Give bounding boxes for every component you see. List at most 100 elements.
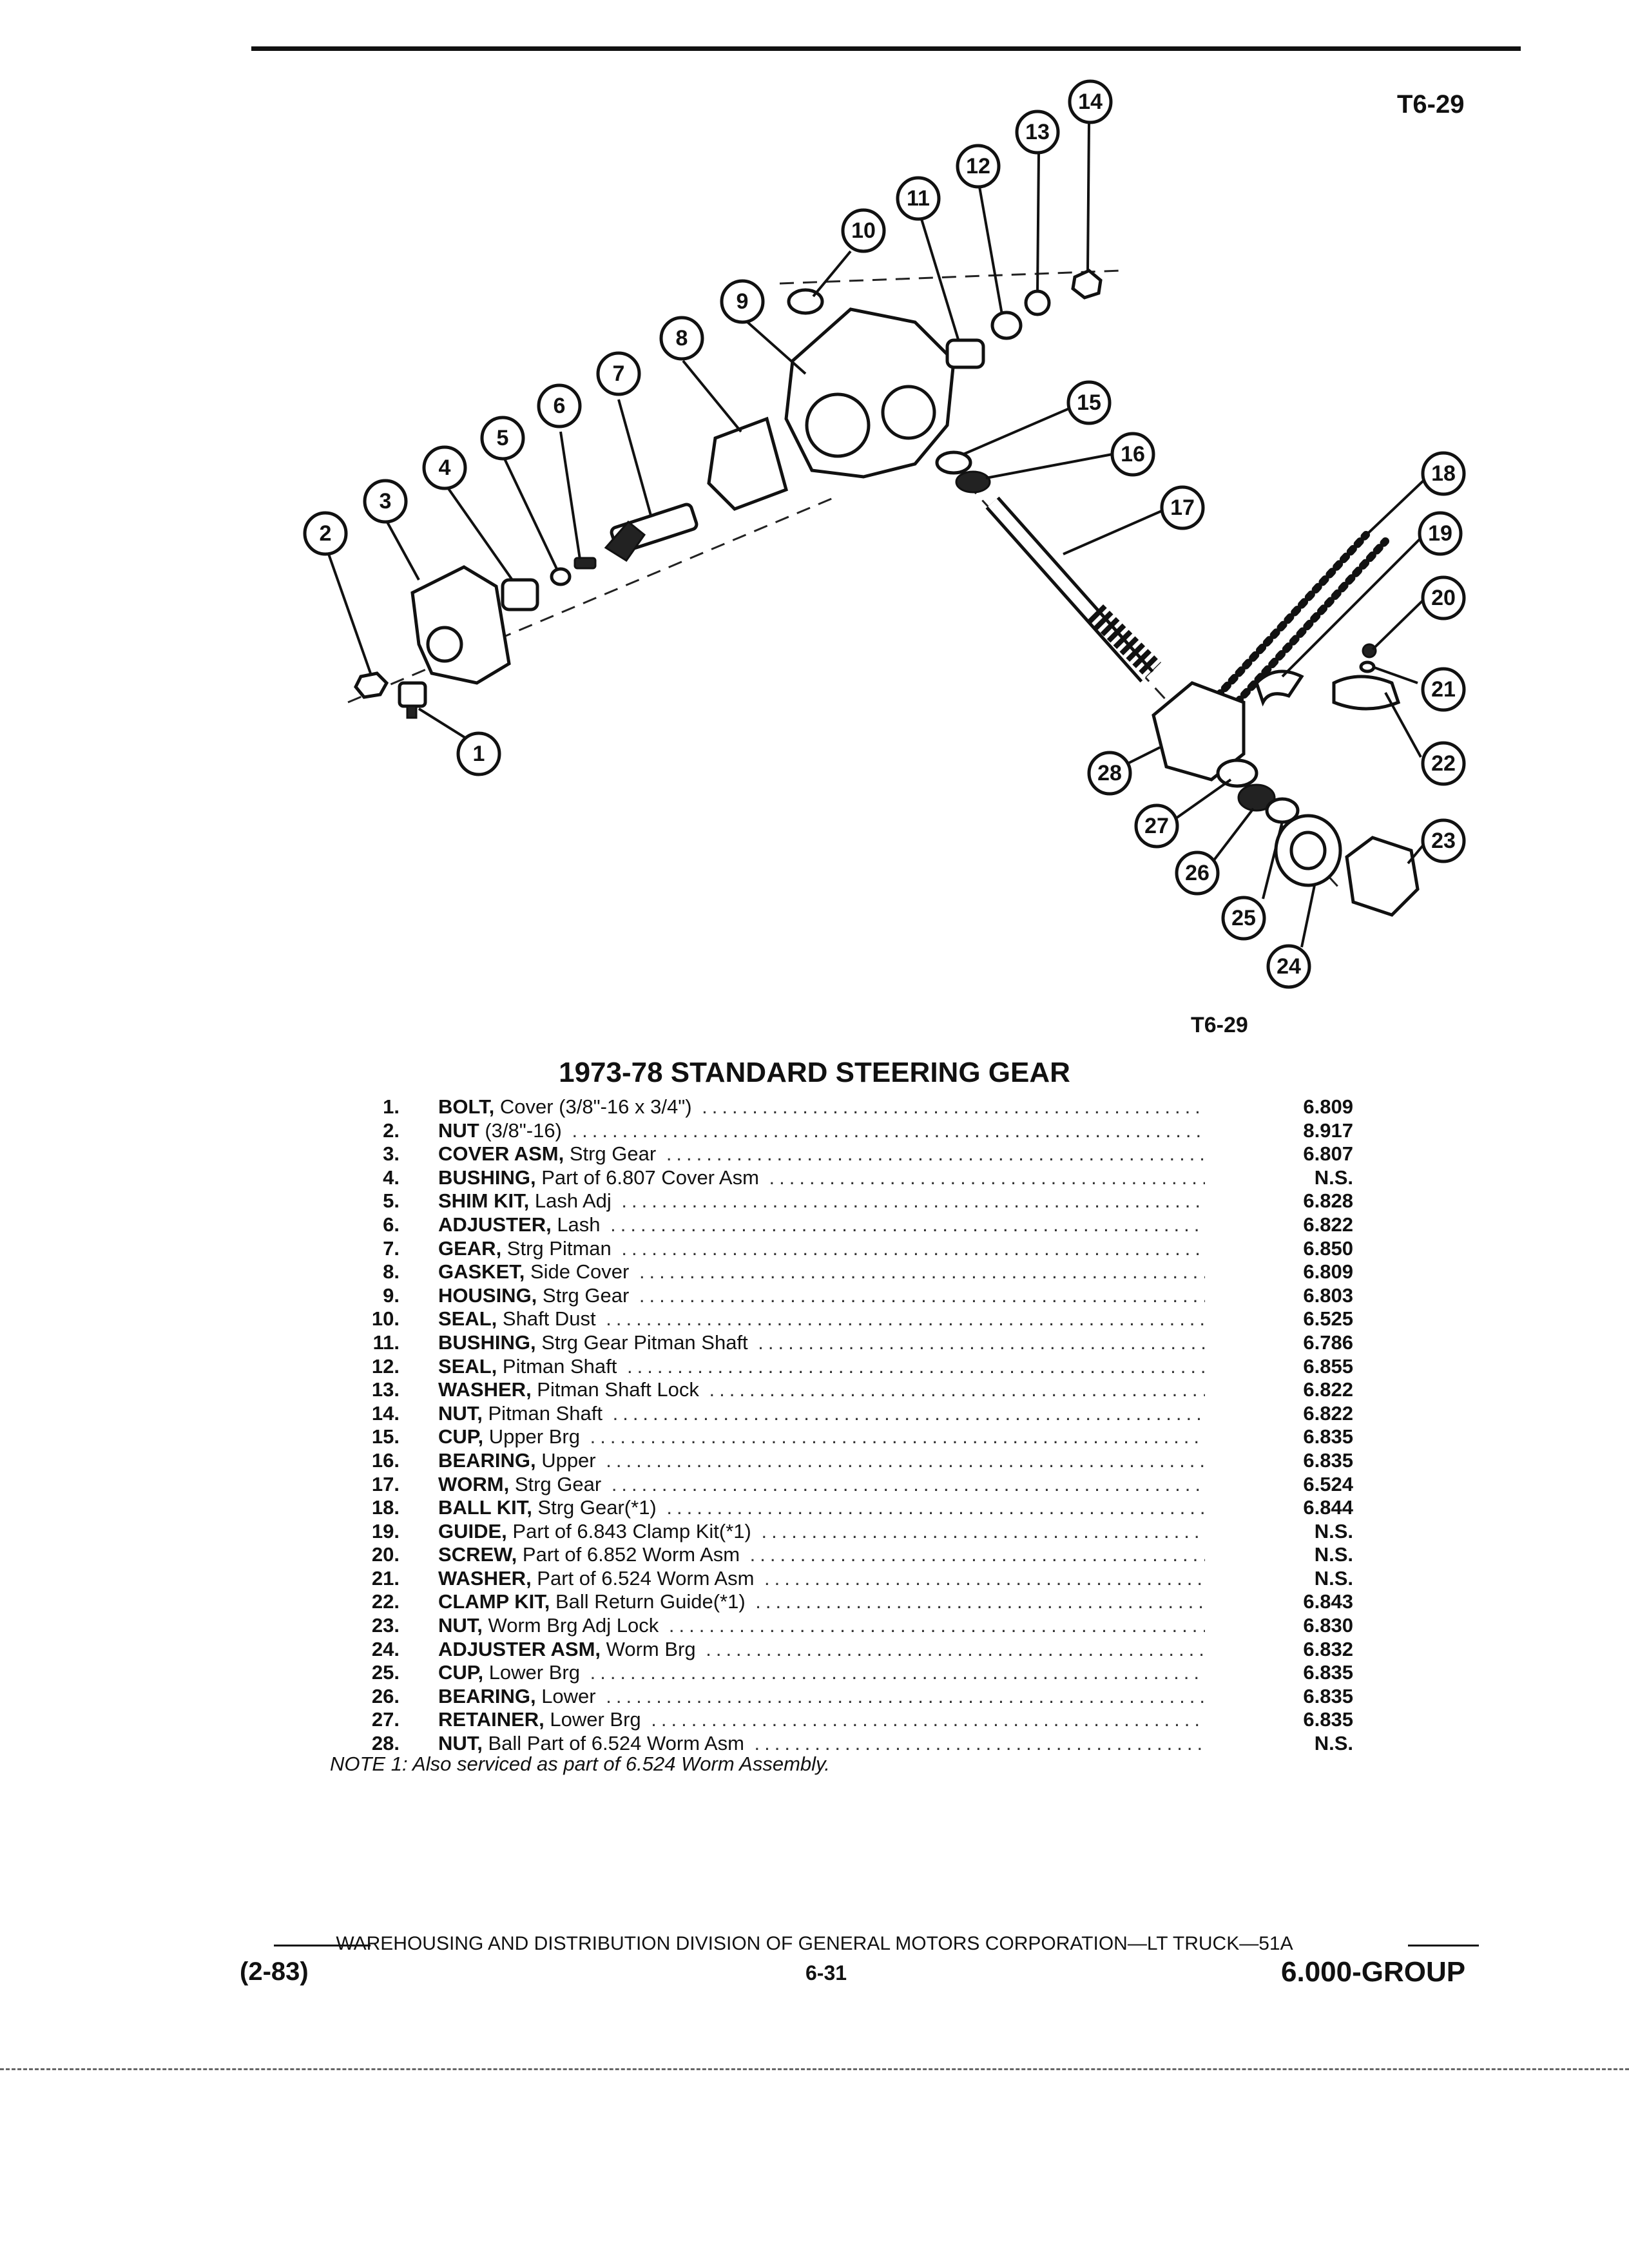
callout-7: 7 <box>596 351 641 396</box>
svg-text:18: 18 <box>1431 461 1456 486</box>
part-number: 8. <box>383 1260 400 1283</box>
part-name: GASKET, <box>438 1260 525 1283</box>
svg-text:6: 6 <box>554 394 566 418</box>
svg-text:10: 10 <box>851 218 876 243</box>
part-detail: Upper Brg <box>483 1425 580 1448</box>
part-row: 7.GEAR, Strg Pitman ....................… <box>335 1237 1366 1261</box>
svg-text:9: 9 <box>737 289 749 314</box>
part-number: 15. <box>371 1425 400 1448</box>
part-number: 20. <box>371 1543 400 1566</box>
callout-8: 8 <box>659 316 704 361</box>
part-catalog-code: 6.524 <box>1303 1472 1353 1495</box>
part-row: 20.SCREW, Part of 6.852 Worm Asm .......… <box>335 1543 1366 1567</box>
svg-text:13: 13 <box>1025 120 1050 144</box>
svg-text:11: 11 <box>907 186 930 211</box>
part-description: RETAINER, Lower Brg ....................… <box>438 1708 1205 1732</box>
part-description: NUT, Worm Brg Adj Lock .................… <box>438 1614 1205 1638</box>
part-name: HOUSING, <box>438 1283 537 1307</box>
dot-leader: ........................................… <box>666 1496 1205 1519</box>
part-row: 12.SEAL, Pitman Shaft ..................… <box>335 1355 1366 1379</box>
svg-text:27: 27 <box>1144 814 1169 838</box>
dot-leader: ........................................… <box>639 1260 1205 1283</box>
part-name: CUP, <box>438 1661 484 1684</box>
callout-12: 12 <box>956 144 1001 189</box>
part-detail: Strg Gear <box>564 1142 657 1166</box>
part-description: BEARING, Lower .........................… <box>438 1685 1205 1709</box>
callout-11: 11 <box>896 176 941 221</box>
part-number: 14. <box>371 1401 400 1425</box>
dot-leader: ........................................… <box>611 1472 1205 1495</box>
dot-leader: ........................................… <box>666 1142 1205 1166</box>
parts-list: 1.BOLT, Cover (3/8"-16 x 3/4") .........… <box>335 1095 1366 1756</box>
part-catalog-code: 6.835 <box>1303 1448 1353 1472</box>
part-row: 27.RETAINER, Lower Brg .................… <box>335 1708 1366 1732</box>
callout-17: 17 <box>1160 485 1205 530</box>
part-detail: Shaft Dust <box>497 1307 596 1331</box>
part-number: 25. <box>371 1661 400 1684</box>
part-detail: Worm Brg Adj Lock <box>482 1614 659 1637</box>
part-number: 2. <box>383 1119 400 1142</box>
figure-ref-top: T6-29 <box>1397 90 1465 119</box>
pitman-seal-part <box>990 311 1023 340</box>
part-row: 23.NUT, Worm Brg Adj Lock ..............… <box>335 1614 1366 1638</box>
part-name: BEARING, <box>438 1684 536 1707</box>
bottom-rule <box>0 2068 1629 2072</box>
part-detail: Cover (3/8"-16 x 3/4") <box>494 1095 692 1118</box>
top-rule <box>251 46 1521 51</box>
part-catalog-code: 6.822 <box>1303 1401 1353 1425</box>
part-name: GUIDE, <box>438 1519 507 1542</box>
part-row: 10.SEAL, Shaft Dust ....................… <box>335 1307 1366 1331</box>
part-detail: Strg Gear <box>509 1472 602 1495</box>
part-description: WASHER, Pitman Shaft Lock ..............… <box>438 1378 1205 1402</box>
svg-text:19: 19 <box>1428 521 1452 546</box>
part-description: ADJUSTER, Lash .........................… <box>438 1213 1205 1237</box>
lock-washer-part <box>1024 289 1051 316</box>
footer-date: (2-83) <box>240 1957 309 1986</box>
figure-ref-bottom: T6-29 <box>1191 1013 1248 1037</box>
worm-lock-nut-part <box>1345 836 1420 917</box>
page-title: 1973-78 STANDARD STEERING GEAR <box>559 1057 1070 1088</box>
part-catalog-code: 6.855 <box>1303 1354 1353 1378</box>
part-row: 19.GUIDE, Part of 6.843 Clamp Kit(*1) ..… <box>335 1520 1366 1544</box>
part-catalog-code: 6.843 <box>1303 1590 1353 1613</box>
callout-25: 25 <box>1221 896 1266 941</box>
part-row: 14.NUT, Pitman Shaft ...................… <box>335 1402 1366 1426</box>
part-name: GEAR, <box>438 1236 502 1260</box>
worm-part <box>985 496 1162 683</box>
part-row: 13. WASHER, Pitman Shaft Lock ...........… <box>335 1378 1366 1402</box>
callout-27: 27 <box>1134 803 1179 849</box>
part-description: GUIDE, Part of 6.843 Clamp Kit(*1) .....… <box>438 1520 1205 1544</box>
part-detail: Lash Adj <box>529 1189 612 1213</box>
svg-text:3: 3 <box>380 489 392 514</box>
part-catalog-code: 6.525 <box>1303 1307 1353 1331</box>
svg-text:7: 7 <box>613 361 625 386</box>
dot-leader: ........................................… <box>606 1448 1205 1472</box>
upper-cup-part <box>935 450 972 475</box>
part-catalog-code: 6.844 <box>1303 1496 1353 1519</box>
part-description: NUT, Ball Part of 6.524 Worm Asm .......… <box>438 1732 1205 1756</box>
dot-leader: ........................................… <box>621 1189 1205 1213</box>
part-name: BEARING, <box>438 1448 536 1472</box>
part-catalog-code: 6.786 <box>1303 1331 1353 1354</box>
svg-text:28: 28 <box>1097 761 1122 785</box>
part-number: 13. <box>371 1378 400 1401</box>
svg-text:2: 2 <box>320 521 332 546</box>
svg-text:4: 4 <box>439 456 451 480</box>
part-detail: Lower Brg <box>544 1708 641 1731</box>
part-number: 6. <box>383 1213 400 1236</box>
shim-kit-part <box>550 567 572 586</box>
part-catalog-code: 8.917 <box>1303 1119 1353 1142</box>
part-description: HOUSING, Strg Gear .....................… <box>438 1284 1205 1308</box>
part-detail: Part of 6.807 Cover Asm <box>535 1166 759 1189</box>
part-description: WASHER, Part of 6.524 Worm Asm .........… <box>438 1567 1205 1591</box>
part-detail: Ball Part of 6.524 Worm Asm <box>482 1732 744 1755</box>
part-catalog-code: 6.809 <box>1303 1260 1353 1283</box>
part-name: ADJUSTER, <box>438 1213 552 1236</box>
part-description: BUSHING, Strg Gear Pitman Shaft ........… <box>438 1331 1205 1355</box>
callout-1: 1 <box>456 731 501 776</box>
part-description: WORM, Strg Gear ........................… <box>438 1473 1205 1497</box>
part-row: 3.COVER ASM, Strg Gear .................… <box>335 1142 1366 1166</box>
footer-group: 6.000-GROUP <box>1281 1956 1466 1988</box>
part-name: NUT, <box>438 1401 483 1425</box>
part-detail: Strg Pitman <box>501 1236 612 1260</box>
